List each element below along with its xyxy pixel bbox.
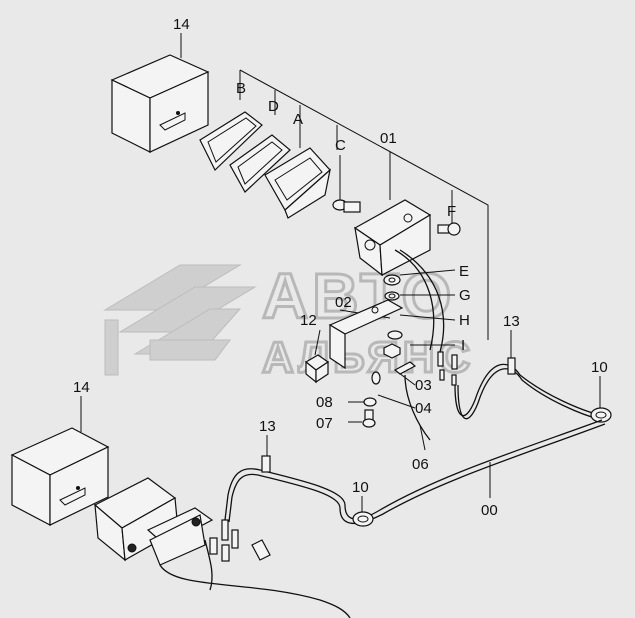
- callout-04: 04: [415, 400, 432, 417]
- callout-01: 01: [380, 130, 397, 147]
- bolt-03: [393, 361, 417, 375]
- watermark-line2: АЛЬЯНС: [262, 333, 474, 382]
- callout-14-left: 14: [73, 379, 90, 396]
- callouts: 14 B D A C 01 F E G 02 12 H 13 I 10 03 0…: [73, 16, 608, 519]
- washer-H: [387, 330, 403, 340]
- gasket-B: [199, 111, 263, 171]
- washer-08: [363, 397, 377, 407]
- screw-07: [362, 409, 376, 428]
- part-12-block: [304, 354, 330, 384]
- callout-B: B: [236, 80, 246, 97]
- callout-I: I: [461, 337, 465, 354]
- watermark: АВТО АЛЬЯНС: [103, 259, 474, 384]
- screw-F: [437, 222, 461, 236]
- callout-A: A: [293, 111, 303, 128]
- nut-I: [383, 343, 401, 359]
- watermark-logo-icon: [103, 264, 257, 376]
- callout-07: 07: [316, 415, 333, 432]
- callout-03: 03: [415, 377, 432, 394]
- part-01-lamp-housing: [353, 199, 432, 277]
- callout-F: F: [447, 203, 456, 220]
- callout-D: D: [268, 98, 279, 115]
- gasket-D: [229, 134, 291, 193]
- callout-E: E: [459, 263, 469, 280]
- wire-harness-right: [394, 249, 603, 441]
- callout-10-left: 10: [352, 479, 369, 496]
- callout-02: 02: [335, 294, 352, 311]
- washer-E: [383, 274, 401, 286]
- clamp-10-left: [352, 511, 374, 527]
- callout-00: 00: [481, 502, 498, 519]
- bulb-C: [332, 199, 361, 213]
- washer-04: [371, 371, 381, 385]
- callout-H: H: [459, 312, 470, 329]
- washer-G: [384, 291, 400, 301]
- callout-12: 12: [300, 312, 317, 329]
- callout-06: 06: [412, 456, 429, 473]
- callout-G: G: [459, 287, 471, 304]
- part-02-bracket: [328, 299, 404, 370]
- callout-13-right: 13: [503, 313, 520, 330]
- callout-10-right: 10: [591, 359, 608, 376]
- callout-08: 08: [316, 394, 333, 411]
- callout-13-left: 13: [259, 418, 276, 435]
- lens-A: [264, 147, 331, 219]
- connectors-bottom: [209, 519, 271, 562]
- left-lamp-assembly: [93, 477, 351, 618]
- part-14-left-cover: [10, 427, 110, 526]
- callout-C: C: [335, 137, 346, 154]
- callout-14-top: 14: [173, 16, 190, 33]
- part-14-top-cover: [110, 54, 210, 153]
- clamp-10-right: [590, 407, 612, 423]
